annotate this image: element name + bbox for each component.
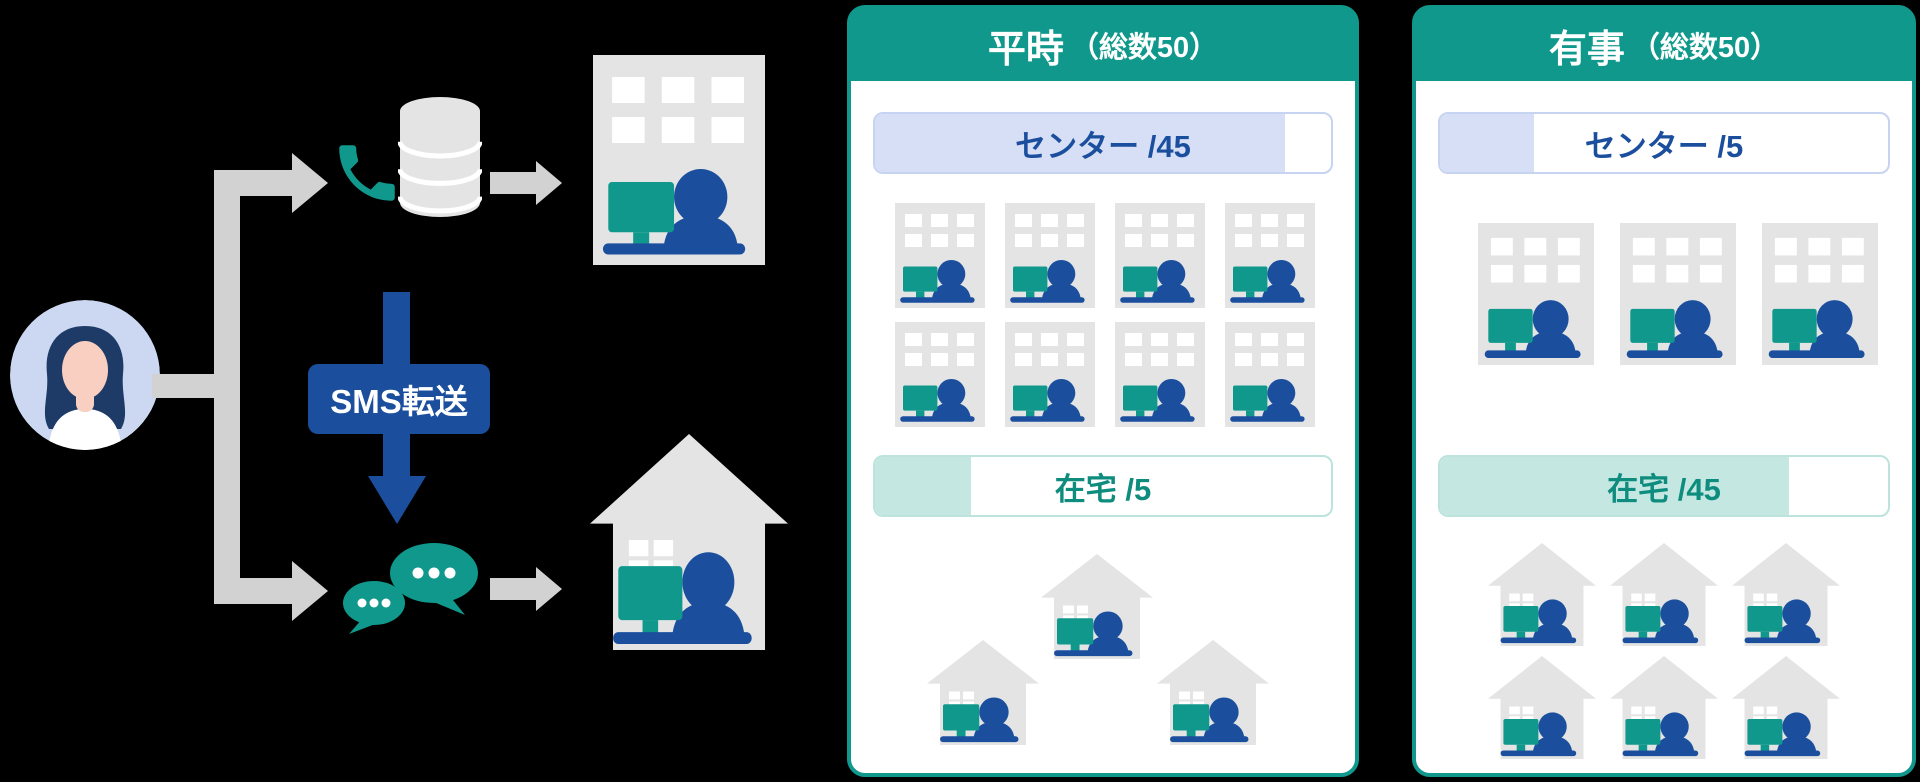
panel-normal-times: 平時 （総数50） センター /45 xyxy=(847,5,1359,777)
chat-bubbles-icon xyxy=(337,540,482,635)
panel-emergency-header: 有事 （総数50） xyxy=(1416,9,1912,81)
caller-avatar-icon xyxy=(10,300,160,450)
home-worker-icon xyxy=(1610,656,1718,759)
home-workers-grid-normal xyxy=(851,554,1355,754)
home-worker-icon xyxy=(1488,543,1596,646)
office-worker-icon xyxy=(1005,322,1095,427)
office-worker-icon xyxy=(593,55,765,265)
arrow-right-top-icon xyxy=(490,161,562,205)
office-worker-icon xyxy=(895,322,985,427)
connector-top-branch xyxy=(214,170,292,196)
home-worker-icon xyxy=(1610,543,1718,646)
center-bar-emergency-label: センター /5 xyxy=(1584,128,1744,164)
office-worker-icon xyxy=(1115,322,1205,427)
center-bar-normal: センター /45 xyxy=(873,112,1333,174)
center-bar-emergency-fill xyxy=(1440,114,1535,172)
phone-icon xyxy=(330,133,404,213)
office-worker-icon xyxy=(1225,203,1315,308)
office-worker-icon xyxy=(895,203,985,308)
center-workers-grid-emergency xyxy=(1478,223,1878,365)
arrow-head-top-icon xyxy=(292,153,328,213)
office-worker-icon xyxy=(1005,203,1095,308)
office-worker-icon xyxy=(1620,223,1736,365)
arrow-head-bottom-icon xyxy=(292,561,328,621)
panel-normal-title: 平時 xyxy=(987,28,1064,71)
home-worker-icon xyxy=(1157,640,1269,745)
office-worker-icon xyxy=(1478,223,1594,365)
home-worker-icon xyxy=(1488,656,1596,759)
sms-transfer-badge: SMS転送 xyxy=(308,364,490,434)
panel-normal-header: 平時 （総数50） xyxy=(851,9,1355,81)
home-bar-normal-label: 在宅 /5 xyxy=(1054,471,1152,507)
office-worker-icon xyxy=(1762,223,1878,365)
home-bar-emergency: 在宅 /45 xyxy=(1438,455,1890,517)
office-worker-icon xyxy=(1225,322,1315,427)
home-bar-normal: 在宅 /5 xyxy=(873,455,1333,517)
center-workers-grid-normal xyxy=(895,203,1315,427)
office-worker-icon xyxy=(1115,203,1205,308)
home-bar-emergency-fill xyxy=(1440,457,1790,515)
sms-transfer-label: SMS転送 xyxy=(330,383,468,420)
center-bar-emergency: センター /5 xyxy=(1438,112,1890,174)
panel-emergency-total: （総数50） xyxy=(1630,32,1780,64)
panel-emergency-title: 有事 xyxy=(1548,28,1625,71)
panel-emergency: 有事 （総数50） センター /5 在宅 /45 xyxy=(1412,5,1916,777)
connector-bottom-branch xyxy=(214,578,292,604)
home-worker-icon xyxy=(1732,543,1840,646)
panel-normal-total: （総数50） xyxy=(1069,32,1219,64)
database-icon xyxy=(398,96,482,218)
home-bar-normal-fill xyxy=(875,457,971,515)
home-bar-emergency-label: 在宅 /45 xyxy=(1607,471,1721,507)
connector-trunk-line xyxy=(214,170,240,604)
center-bar-normal-fill xyxy=(875,114,1286,172)
home-worker-icon xyxy=(1732,656,1840,759)
home-worker-icon xyxy=(927,640,1039,745)
home-worker-icon xyxy=(1041,554,1153,659)
home-workers-grid-emergency xyxy=(1488,543,1840,759)
sms-arrow-head-icon xyxy=(368,476,426,524)
connector-avatar-line xyxy=(152,374,216,398)
center-bar-normal-label: センター /45 xyxy=(1015,128,1191,164)
arrow-right-bottom-icon xyxy=(490,567,562,611)
home-worker-icon xyxy=(590,434,788,650)
